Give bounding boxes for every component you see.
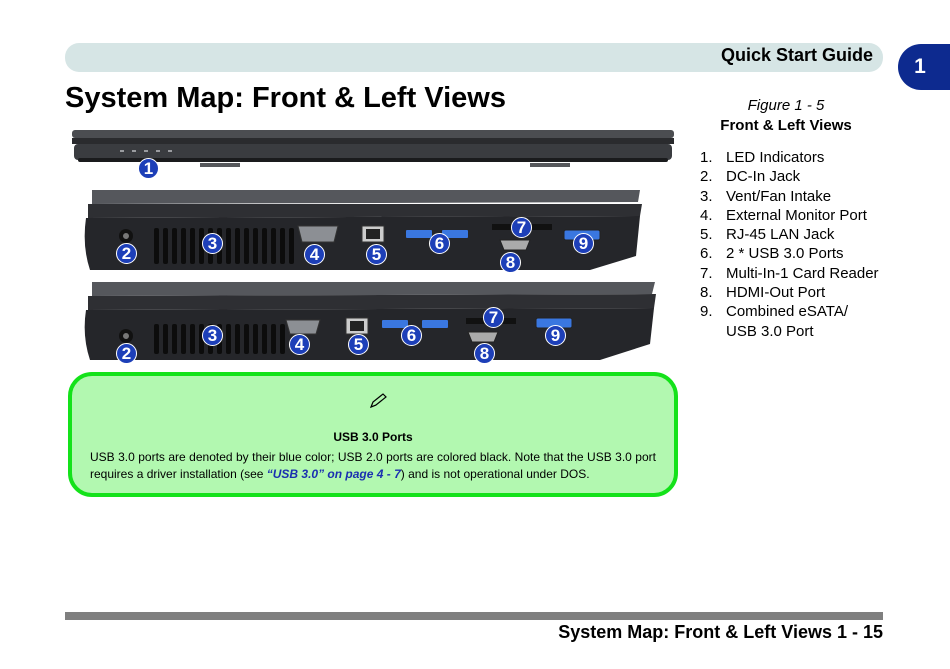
legend-list: 1. LED Indicators 2. DC-In Jack 3. Vent/Fan… [700, 148, 880, 341]
legend-item: 1. LED Indicators [700, 148, 880, 167]
callout-4-left-bottom: 4 [289, 334, 310, 355]
usb-page-link[interactable]: “USB 3.0” on page 4 - 7 [266, 467, 401, 481]
legend-item: 8. HDMI-Out Port [700, 283, 880, 302]
pencil-icon [368, 393, 388, 414]
callout-3-left-bottom: 3 [202, 325, 223, 346]
legend-item: 7. Multi-In-1 Card Reader [700, 264, 880, 283]
footer-rule [65, 612, 883, 620]
left-view-top [84, 190, 642, 270]
callout-7-left-top: 7 [511, 217, 532, 238]
callout-9-left-top: 9 [573, 233, 594, 254]
legend-label: External Monitor Port [726, 206, 867, 224]
legend-item: 5. RJ-45 LAN Jack [700, 225, 880, 244]
callout-8-left-bottom: 8 [474, 343, 495, 364]
left-view-bottom [84, 282, 656, 360]
legend-label: LED Indicators [726, 149, 825, 166]
legend-item: 2. DC-In Jack [700, 167, 880, 186]
front-view [72, 130, 674, 167]
page-title: System Map: Front & Left Views [65, 82, 506, 114]
header-title: Quick Start Guide [720, 45, 873, 65]
legend-num: 8. [700, 284, 713, 302]
legend-label: 2 * USB 3.0 Ports [726, 245, 844, 263]
legend-item: 4. External Monitor Port [700, 206, 880, 225]
callout-2-left-top: 2 [116, 243, 137, 264]
legend-item: 6. 2 * USB 3.0 Ports [700, 244, 880, 263]
figure-caption: Figure 1 - 5 Front & Left Views [700, 97, 872, 134]
callout-3-left-top: 3 [202, 233, 223, 254]
legend-num: 5. [700, 226, 713, 244]
callout-7-left-bottom: 7 [483, 307, 504, 328]
callout-6-left-bottom: 6 [401, 325, 422, 346]
legend-label: DC-In Jack [726, 168, 801, 186]
callout-6-left-top: 6 [429, 233, 450, 254]
laptop-illustration [72, 130, 674, 360]
legend-label: HDMI-Out Port [726, 284, 826, 302]
legend-label: Combined eSATA/ USB 3.0 Port [726, 303, 848, 340]
callout-5-left-top: 5 [366, 244, 387, 265]
footer-text: System Map: Front & Left Views 1 - 15 [558, 622, 883, 642]
legend-label: RJ-45 LAN Jack [726, 226, 835, 244]
legend-num: 1. [700, 149, 713, 166]
note-heading: USB 3.0 Ports [333, 430, 413, 444]
figure-number: Figure 1 - 5 [747, 97, 825, 114]
legend-label: Vent/Fan Intake [726, 187, 832, 205]
legend-item: 3. Vent/Fan Intake [700, 187, 880, 206]
callout-2-left-bottom: 2 [116, 343, 137, 364]
note-box: USB 3.0 Ports USB 3.0 ports are denoted … [68, 372, 678, 497]
note-text-before: USB 3.0 ports are denoted by their blue … [90, 450, 656, 481]
legend-num: 4. [700, 206, 713, 224]
legend-item: 9. Combined eSATA/ USB 3.0 Port [700, 302, 880, 341]
chapter-tab[interactable]: 1 [898, 44, 950, 90]
legend-label: Multi-In-1 Card Reader [726, 264, 879, 282]
note-text-after: ) and is not operational under DOS. [400, 467, 590, 481]
callout-9-left-bottom: 9 [545, 325, 566, 346]
legend-num: 3. [700, 187, 713, 205]
callout-8-left-top: 8 [500, 252, 521, 273]
callout-1-front: 1 [138, 158, 159, 179]
note-text: USB 3.0 ports are denoted by their blue … [90, 449, 656, 483]
legend-num: 7. [700, 264, 713, 282]
legend-num: 2. [700, 168, 713, 186]
legend-num: 9. [700, 303, 713, 321]
system-map-figure: 1 2 3 4 5 6 7 8 9 2 3 4 5 6 7 8 9 [70, 128, 680, 368]
callout-4-left-top: 4 [304, 244, 325, 265]
legend-num: 6. [700, 245, 713, 263]
figure-name: Front & Left Views [720, 117, 852, 134]
header-bar [65, 43, 883, 72]
callout-5-left-bottom: 5 [348, 334, 369, 355]
